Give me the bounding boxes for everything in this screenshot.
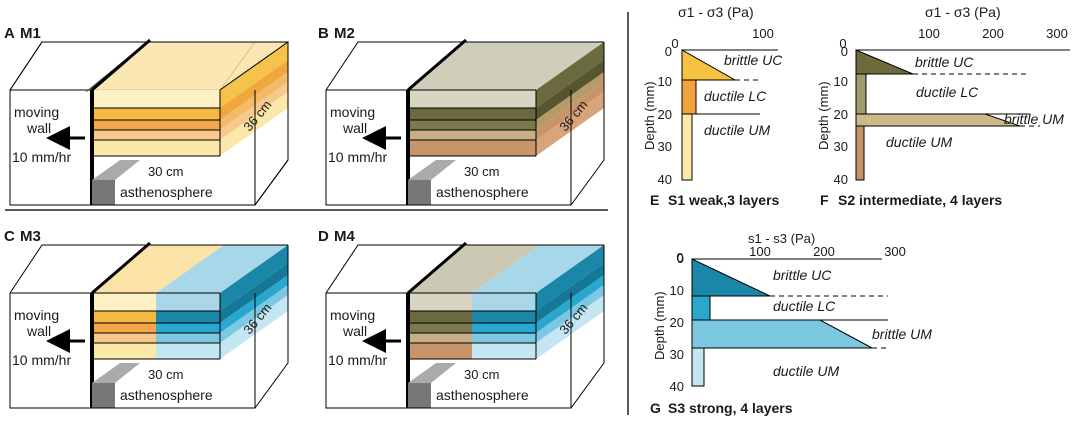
wall-label-line2: wall	[26, 120, 51, 136]
panel-letter: C	[4, 228, 15, 245]
panel-caption: S3 strong, 4 layers	[668, 400, 793, 416]
x-axis-title: σ1 - σ3 (Pa)	[678, 4, 754, 20]
panel-d: D M4 moving wall 10 mm/hr 30 cm 36 c	[318, 228, 605, 409]
panel-title: M4	[334, 228, 355, 245]
wall-label-line1: moving	[14, 104, 59, 120]
y-tick: 40	[658, 172, 672, 187]
y-tick: 30	[670, 347, 684, 362]
panel-b: B M2 moving wall 10 mm/hr 30 cm 36 cm as…	[318, 25, 605, 206]
rate-label: 10 mm/hr	[12, 149, 71, 165]
y-tick: 20	[834, 107, 848, 122]
y-axis-title: Depth (mm)	[816, 81, 831, 150]
y-tick: 40	[834, 172, 848, 187]
wall-label-line2: wall	[26, 323, 51, 339]
layer-label: brittle UC	[915, 54, 974, 70]
x-tick: 0	[671, 36, 678, 51]
base-label: asthenosphere	[120, 387, 213, 403]
x-axis-title: s1 - s3 (Pa)	[748, 231, 815, 246]
layer-label: brittle UC	[724, 52, 783, 68]
y-tick: 30	[834, 139, 848, 154]
y-tick: 40	[670, 379, 684, 394]
panel-letter: D	[318, 228, 329, 245]
layer-label: brittle UM	[872, 326, 932, 342]
rate-label: 10 mm/hr	[12, 352, 71, 368]
wall-label-line2: wall	[342, 120, 367, 136]
x-tick: 100	[918, 26, 940, 41]
y-tick: 20	[670, 315, 684, 330]
y-tick: 20	[658, 107, 672, 122]
y-tick: 10	[670, 283, 684, 298]
length-label: 30 cm	[464, 164, 499, 179]
x-axis-title: σ1 - σ3 (Pa)	[925, 4, 1001, 20]
strength-profile-e: σ1 - σ3 (Pa) 0 100 0 10 20 30 40 Depth (…	[642, 4, 783, 208]
x-tick: 100	[749, 244, 771, 259]
strength-profile-f: σ1 - σ3 (Pa) 0 100 200 300 0 10 20 30 40…	[816, 4, 1070, 208]
x-tick: 200	[982, 26, 1004, 41]
length-label: 30 cm	[148, 164, 183, 179]
y-axis-title: Depth (mm)	[642, 81, 657, 150]
base-label: asthenosphere	[436, 184, 529, 200]
x-tick: 0	[839, 36, 846, 51]
base-label: asthenosphere	[436, 387, 529, 403]
panel-letter: B	[318, 25, 329, 42]
y-tick: 0	[841, 44, 848, 59]
panel-caption: S1 weak,3 layers	[668, 192, 780, 208]
panel-letter: G	[650, 400, 661, 416]
x-tick: 100	[752, 26, 774, 41]
base-label: asthenosphere	[120, 184, 213, 200]
wall-label-line1: moving	[330, 307, 375, 323]
panel-letter: E	[650, 192, 659, 208]
panel-title: M1	[20, 25, 41, 42]
y-tick: 0	[677, 251, 684, 266]
x-tick: 200	[813, 244, 835, 259]
wall-label-line2: wall	[342, 323, 367, 339]
layer-label: ductile UM	[773, 363, 839, 379]
panel-letter: A	[4, 25, 15, 42]
y-tick: 30	[658, 139, 672, 154]
rate-label: 10 mm/hr	[328, 149, 387, 165]
x-tick: 0	[676, 250, 683, 265]
strength-profile-g: s1 - s3 (Pa) 0 100 200 300 0 10 20 30 40…	[650, 231, 932, 416]
panel-a: A M1 moving wall 10	[4, 25, 289, 206]
length-label: 30 cm	[464, 367, 499, 382]
panel-title: M3	[20, 228, 41, 245]
layer-label: ductile LC	[916, 84, 979, 100]
layer-label: ductile LC	[773, 298, 836, 314]
wall-label-line1: moving	[14, 307, 59, 323]
wall-label-line1: moving	[330, 104, 375, 120]
layer-label: ductile UM	[704, 122, 770, 138]
layer-label: brittle UM	[1004, 111, 1064, 127]
rate-label: 10 mm/hr	[328, 352, 387, 368]
panel-caption: S2 intermediate, 4 layers	[838, 192, 1002, 208]
layer-label: ductile LC	[704, 88, 767, 104]
length-label: 30 cm	[148, 367, 183, 382]
y-tick: 10	[658, 74, 672, 89]
x-tick: 300	[884, 244, 906, 259]
y-tick: 10	[834, 74, 848, 89]
x-tick: 300	[1046, 26, 1068, 41]
y-tick: 0	[665, 44, 672, 59]
layer-label: ductile UM	[886, 134, 952, 150]
panel-title: M2	[334, 25, 355, 42]
panel-c: C M3 moving wall 10 mm/hr 30 c	[4, 228, 289, 409]
y-axis-title: Depth (mm)	[652, 291, 667, 360]
panel-letter: F	[820, 192, 829, 208]
layer-label: brittle UC	[773, 267, 832, 283]
